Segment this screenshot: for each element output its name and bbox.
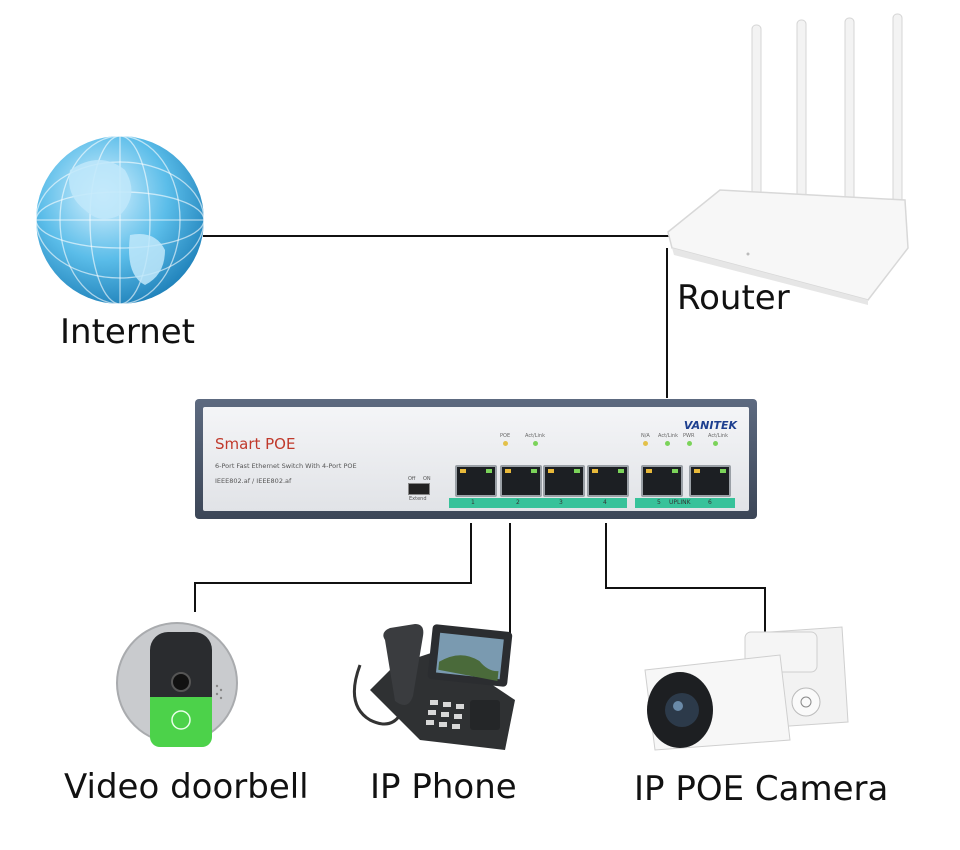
- port-6[interactable]: [689, 465, 731, 497]
- camera-icon: [644, 626, 849, 751]
- led-na-label: N/A: [641, 433, 650, 439]
- port-4[interactable]: [587, 465, 629, 497]
- port-1[interactable]: [455, 465, 497, 497]
- poe-led: [503, 441, 508, 446]
- switch-camera-link: [605, 523, 766, 632]
- port-5[interactable]: [641, 465, 683, 497]
- port-3[interactable]: [543, 465, 585, 497]
- port-5-number: 5: [657, 499, 661, 506]
- router-label: Router: [677, 278, 790, 318]
- led-poe-label: POE: [500, 433, 511, 439]
- port-6-number: 6: [708, 499, 712, 506]
- doorbell-icon: [116, 622, 238, 747]
- pwr-led: [687, 441, 692, 446]
- ip-poe-camera-label: IP POE Camera: [634, 769, 889, 809]
- poe-port-strip: [449, 498, 627, 508]
- port-2[interactable]: [500, 465, 542, 497]
- act-link-led: [533, 441, 538, 446]
- port-3-number: 3: [559, 499, 563, 506]
- dip-extend-label: Extend: [409, 496, 427, 502]
- led-act-link-3-label: Act/Link: [708, 433, 728, 439]
- uplink-port-strip: [635, 498, 735, 508]
- dip-off-label: Off: [408, 476, 416, 482]
- extend-dip-switch[interactable]: [408, 483, 430, 495]
- port-4-number: 4: [603, 499, 607, 506]
- act-link-led-3: [713, 441, 718, 446]
- switch-front-panel: VANITEK Smart POE 6-Port Fast Ethernet S…: [203, 407, 749, 511]
- video-doorbell-label: Video doorbell: [64, 767, 309, 807]
- ip-phone-label: IP Phone: [370, 767, 517, 807]
- switch-title: Smart POE: [215, 435, 296, 453]
- uplink-label: UPLINK: [669, 499, 691, 506]
- na-led: [643, 441, 648, 446]
- internet-label: Internet: [60, 312, 196, 352]
- port-2-number: 2: [516, 499, 520, 506]
- router-icon: [667, 13, 909, 305]
- switch-doorbell-link: [194, 523, 472, 612]
- act-link-led-2: [665, 441, 670, 446]
- led-pwr-label: PWR: [683, 433, 695, 439]
- switch-subtitle: 6-Port Fast Ethernet Switch With 4-Port …: [215, 462, 357, 470]
- globe-icon: [35, 135, 205, 305]
- switch-standard: IEEE802.af / IEEE802.af: [215, 477, 292, 485]
- ip-phone-icon: [352, 624, 515, 750]
- led-act-link-2-label: Act/Link: [658, 433, 678, 439]
- poe-switch: VANITEK Smart POE 6-Port Fast Ethernet S…: [195, 399, 757, 519]
- led-act-link-label: Act/Link: [525, 433, 545, 439]
- dip-on-label: ON: [423, 476, 431, 482]
- switch-brand: VANITEK: [683, 419, 737, 432]
- port-1-number: 1: [471, 499, 475, 506]
- connection-lines: [194, 235, 766, 640]
